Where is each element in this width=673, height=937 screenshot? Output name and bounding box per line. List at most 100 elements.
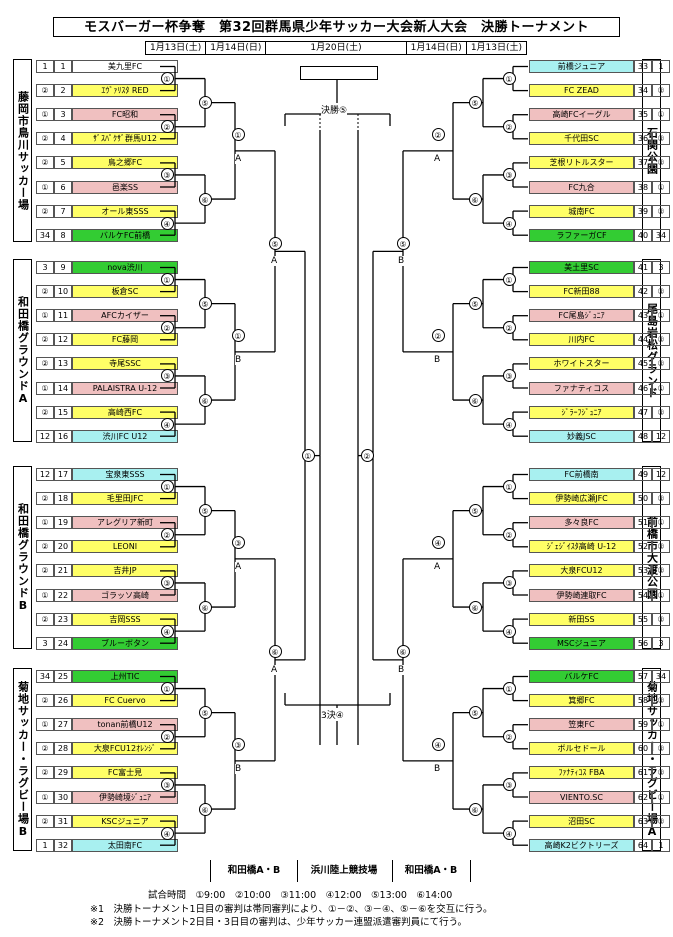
team-name-cell: 美九里FC [72, 60, 178, 73]
match-number-badge: ⑤ [468, 96, 482, 110]
seed-cell: ① [36, 309, 54, 323]
venue-right-3: 前橋市大渡公園 [642, 466, 661, 649]
court-label: B [235, 354, 242, 365]
seed-cell: ② [36, 84, 54, 98]
team-name-cell: FC昭和 [72, 108, 178, 122]
seed-cell: ② [36, 156, 54, 170]
seed-cell: ① [36, 790, 54, 804]
match-number-badge: ④ [502, 417, 516, 431]
team-number-cell: 13 [54, 357, 72, 371]
match-number-badge: ⑤ [268, 236, 282, 250]
team-number-cell: 3 [54, 108, 72, 122]
team-name-cell: ｻﾞｽﾊﾟｸｻﾞ群馬U12 [72, 132, 178, 146]
match-number-badge: ⑥ [468, 393, 482, 407]
seed-cell: 12 [36, 468, 54, 481]
date-day1-right: 1月13日(土) [465, 41, 528, 55]
seed-cell: ② [36, 742, 54, 756]
date-final: 1月20日(土) [265, 41, 406, 55]
team-number-cell: 10 [54, 285, 72, 299]
match-number-badge: ⑥ [198, 192, 212, 206]
match-number-badge: ① [502, 480, 516, 494]
seed-cell: 57 [634, 670, 652, 683]
seed-cell: ① [36, 516, 54, 530]
seed-cell: ① [36, 588, 54, 602]
team-number-cell: ① [652, 309, 670, 323]
team-number-cell: 28 [54, 742, 72, 756]
team-number-cell: 27 [54, 718, 72, 732]
team-number-cell: 12 [652, 429, 670, 443]
team-name-cell: オール東SSS [72, 204, 178, 218]
third-place-label: 3決④ [321, 708, 344, 721]
match-number-badge: ③ [502, 369, 516, 383]
team-number-cell: 34 [652, 228, 670, 242]
team-number-cell: ① [652, 381, 670, 395]
match-number-badge: ⑤ [468, 706, 482, 720]
page-title: モスバーガー杯争奪 第32回群馬県少年サッカー大会新人大会 決勝トーナメント [53, 17, 620, 37]
team-number-cell: ① [652, 516, 670, 530]
team-name-cell: 多々良FC [529, 516, 634, 530]
seed-cell: ① [36, 718, 54, 732]
team-name-cell: 箕郷FC [529, 694, 634, 708]
match-number-badge: ④ [160, 624, 174, 638]
match-number-badge: ① [160, 682, 174, 696]
seed-cell: 49 [634, 468, 652, 481]
team-number-cell: 25 [54, 670, 72, 683]
seed-cell: 55 [634, 612, 652, 626]
match-number-badge: ① [502, 682, 516, 696]
team-name-cell: 渋川FC U12 [72, 429, 178, 443]
court-label: B [398, 664, 405, 675]
schedule-text: 試合時間 ①9:00 ②10:00 ③11:00 ④12:00 ⑤13:00 ⑥… [148, 890, 453, 901]
team-number-cell: 32 [54, 838, 72, 852]
match-number-badge: ⑥ [198, 393, 212, 407]
match-number-badge: ② [160, 120, 174, 134]
court-label: B [434, 354, 441, 365]
match-number-badge: ④ [502, 624, 516, 638]
match-number-badge: ④ [502, 826, 516, 840]
match-number-badge: ⑤ [468, 504, 482, 518]
seed-cell: 34 [634, 84, 652, 98]
team-name-cell: ホワイトスター [529, 357, 634, 371]
match-number-badge: ① [301, 449, 315, 463]
match-number-badge: ② [431, 329, 445, 343]
team-number-cell: 20 [54, 540, 72, 554]
match-number-badge: ① [502, 273, 516, 287]
court-label: B [398, 256, 405, 267]
team-number-cell: 30 [54, 790, 72, 804]
note-2: ※2 決勝トーナメント2日目・3日目の審判は、少年サッカー連盟派遣審判員にて行う… [90, 917, 468, 928]
match-number-badge: ① [160, 480, 174, 494]
team-name-cell: 妙義JSC [529, 429, 634, 443]
team-name-cell: 伊勢崎連取FC [529, 588, 634, 602]
team-number-cell: 3 [652, 261, 670, 274]
match-number-badge: ④ [431, 738, 445, 752]
match-number-badge: ⑥ [268, 645, 282, 659]
seed-cell: 12 [36, 429, 54, 443]
team-number-cell: ② [652, 285, 670, 299]
match-number-badge: ③ [502, 778, 516, 792]
team-name-cell: ｼﾞｪｼﾞｲｽﾀ高崎 U-12 [529, 540, 634, 554]
team-name-cell: 千代田SC [529, 132, 634, 146]
